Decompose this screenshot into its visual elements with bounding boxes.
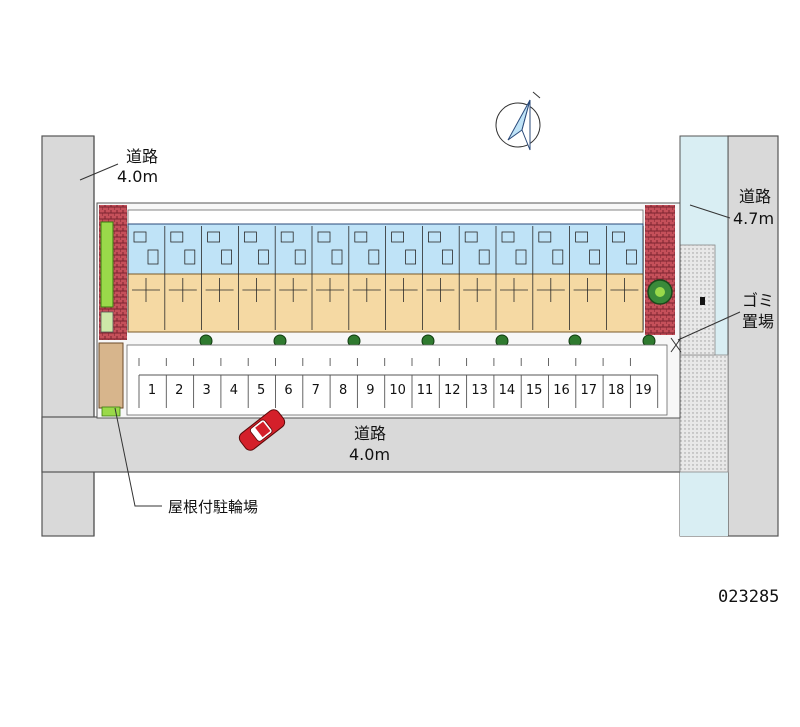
road-right-name: 道路 xyxy=(739,187,772,206)
garbage-label-2: 置場 xyxy=(742,312,775,331)
parking-slot-number: 3 xyxy=(202,383,211,398)
unit-fixture xyxy=(612,231,625,243)
road-bottom xyxy=(41,416,733,473)
parking-slot-number: 12 xyxy=(444,383,461,398)
unit-fixture xyxy=(538,231,552,243)
unit-room-line xyxy=(132,278,160,302)
parking-slot-number: 15 xyxy=(525,383,543,398)
north-arrow-icon xyxy=(495,91,541,151)
garbage-label-1: ゴミ xyxy=(742,291,775,310)
unit-fixture xyxy=(170,231,184,243)
unit-fixture xyxy=(464,231,478,243)
unit-fixture xyxy=(243,231,257,243)
unit-fixture xyxy=(575,231,588,243)
property-id: 023285 xyxy=(718,587,780,607)
road-right-width: 4.7m xyxy=(733,209,775,228)
parking-slot-number: 9 xyxy=(366,383,375,398)
greenery xyxy=(100,221,114,308)
unit-fixture xyxy=(501,231,515,243)
unit-room-line xyxy=(500,278,528,302)
road-left-width: 4.0m xyxy=(117,167,159,186)
road-bottom-width: 4.0m xyxy=(349,445,391,464)
unit-fixture xyxy=(478,249,490,265)
unit-room-line xyxy=(316,278,344,302)
parking-slot-number: 11 xyxy=(416,383,434,398)
unit-fixture xyxy=(626,249,637,265)
garbage-spot xyxy=(700,297,705,305)
unit-fixture xyxy=(552,249,564,265)
parking-slot-number: 16 xyxy=(553,383,570,398)
parking-slot-number: 8 xyxy=(338,383,348,398)
unit-fixture xyxy=(294,249,306,265)
unit-fixture xyxy=(441,249,453,265)
unit-fixture xyxy=(257,249,269,265)
parking-area xyxy=(126,344,668,416)
parking-slot-number: 5 xyxy=(257,383,266,398)
unit-room-line xyxy=(205,278,234,302)
unit-fixture xyxy=(147,249,159,265)
unit-fixture xyxy=(589,249,600,265)
unit-fixture xyxy=(133,231,147,243)
road-left-name: 道路 xyxy=(126,147,159,166)
unit-fixture xyxy=(515,249,527,265)
unit-room-line xyxy=(536,278,565,302)
parking-slot-number: 13 xyxy=(471,383,488,398)
unit-room-line xyxy=(352,278,381,302)
parking-slot-number: 7 xyxy=(311,383,320,398)
car-icon xyxy=(238,409,286,451)
unit-room-line xyxy=(610,278,639,302)
bicycle-shed xyxy=(98,342,124,409)
road-left xyxy=(41,135,95,537)
unit-room-line xyxy=(463,278,492,302)
unit-fixture xyxy=(207,231,221,243)
unit-fixture xyxy=(331,249,343,265)
unit-room-line xyxy=(426,278,455,302)
parking-slot-number: 18 xyxy=(607,383,625,398)
parking-slot-number: 10 xyxy=(389,383,406,398)
road-bottom-name: 道路 xyxy=(354,424,387,443)
unit-fixture xyxy=(280,231,294,243)
unit-room-line xyxy=(168,278,197,302)
unit-fixture xyxy=(405,249,417,265)
unit-fixture xyxy=(221,249,233,265)
parking-slot-number: 1 xyxy=(147,383,157,398)
unit-room-line xyxy=(389,278,418,302)
unit-fixture xyxy=(317,231,331,243)
unit-fixture xyxy=(354,231,368,243)
unit-room-line xyxy=(242,278,271,302)
unit-fixture xyxy=(368,249,380,265)
unit-fixture xyxy=(184,249,196,265)
unit-room-line xyxy=(573,278,602,302)
parking-slot-number: 14 xyxy=(498,383,516,398)
unit-fixture xyxy=(427,231,441,243)
parking-slot-number: 17 xyxy=(580,383,598,398)
parking-slot-number: 6 xyxy=(284,383,293,398)
parking-slot-number: 4 xyxy=(229,383,239,398)
unit-fixture xyxy=(391,231,405,243)
parking-slot-number: 19 xyxy=(635,383,652,398)
parking-slot-number: 2 xyxy=(175,383,184,398)
bicycle-parking-label: 屋根付駐輪場 xyxy=(168,498,259,516)
unit-room-line xyxy=(279,278,308,302)
